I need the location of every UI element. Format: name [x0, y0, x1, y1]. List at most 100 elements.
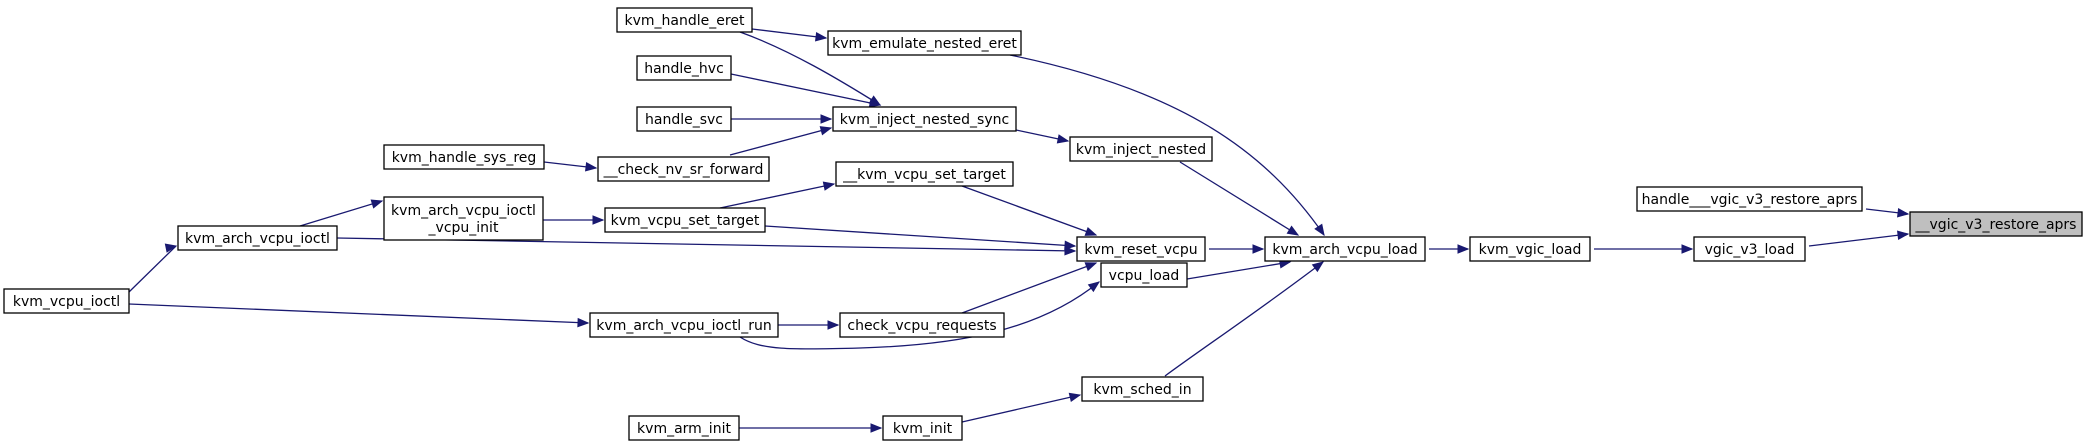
edge-kvm-vcpu-ioctl-to-kvm-arch-vcpu-ioctl-run [128, 303, 590, 328]
node-box [1076, 236, 1206, 262]
node-box [1909, 211, 2083, 237]
node-label: __kvm_vcpu_set_target [842, 167, 1006, 183]
node-label: kvm_inject_nested [1076, 142, 1206, 158]
edge-kvm-arm-init-to-kvm-init [739, 423, 883, 433]
node-label: kvm_init [893, 421, 953, 437]
node-kvm-arm-init[interactable]: kvm_arm_init [628, 415, 740, 441]
node-kvm-init[interactable]: kvm_init [882, 415, 963, 441]
node-label: handle_hvc [644, 61, 724, 77]
edge-kvm-reset-vcpu-to-kvm-arch-vcpu-load [1209, 244, 1265, 254]
node-label: __vgic_v3_restore_aprs [1915, 217, 2077, 233]
node-vgic-v3-load[interactable]: vgic_v3_load [1693, 236, 1806, 262]
node-kvm-arch-vcpu-ioctl[interactable]: kvm_arch_vcpu_ioctl [177, 225, 338, 251]
node-box [604, 207, 766, 233]
edge-kvm-arch-vcpu-ioctl-vcpu-init-to-kvm-vcpu-set-target [543, 215, 605, 225]
node-box [1069, 136, 1213, 162]
node-label: kvm_handle_sys_reg [392, 150, 537, 166]
node-label: __check_nv_sr_forward [603, 162, 764, 178]
edge-kvm-arch-vcpu-load-to-kvm-vgic-load [1429, 244, 1470, 254]
node-label: kvm_vgic_load [1479, 242, 1582, 258]
edge-kvm-handle-sys-reg-to-check-nv-sr-forward [543, 161, 598, 172]
node-kvm-arch-vcpu-ioctl-run[interactable]: kvm_arch_vcpu_ioctl_run [589, 312, 779, 338]
node-target[interactable]: __vgic_v3_restore_aprs [1909, 211, 2083, 237]
node-label: kvm_arch_vcpu_ioctl [185, 231, 330, 247]
node-kvm-emulate-nested-eret[interactable]: kvm_emulate_nested_eret [827, 30, 1022, 56]
node-label: kvm_sched_in [1093, 382, 1191, 398]
edge-vcpu-load-to-kvm-arch-vcpu-load [1186, 259, 1292, 280]
node-kvm-sched-in[interactable]: kvm_sched_in [1081, 376, 1204, 402]
node-box [383, 144, 545, 170]
edge---kvm-vcpu-set-target-to-kvm-reset-vcpu [961, 185, 1098, 236]
node-box [597, 156, 770, 182]
node-kvm-vcpu-set-target[interactable]: kvm_vcpu_set_target [604, 207, 766, 233]
node-label: kvm_arch_vcpu_ioctl [391, 203, 536, 219]
edge-handle-restore-to-target [1865, 208, 1910, 218]
node-box [589, 312, 779, 338]
node-kvm-arch-vcpu-ioctl-vcpu-init[interactable]: kvm_arch_vcpu_ioctl_vcpu_init [383, 196, 544, 241]
node-box [1469, 236, 1591, 262]
node-kvm-vcpu-ioctl[interactable]: kvm_vcpu_ioctl [3, 288, 130, 314]
node-kvm-arch-vcpu-load[interactable]: kvm_arch_vcpu_load [1264, 236, 1426, 262]
edge-check-nv-sr-forward-to-kvm-inject-nested-sync [729, 126, 833, 156]
node-label: vcpu_load [1109, 268, 1180, 284]
node-vcpu-load[interactable]: vcpu_load [1100, 262, 1188, 288]
edge-handle-hvc-to-kvm-inject-nested-sync [730, 73, 882, 108]
node-label: kvm_inject_nested_sync [840, 112, 1009, 128]
edge-kvm-vcpu-ioctl-to-kvm-arch-vcpu-ioctl [128, 243, 178, 293]
node-label: handle_svc [645, 112, 723, 128]
edge-kvm-emulate-nested-eret-to-kvm-arch-vcpu-load [1009, 54, 1325, 237]
node-label: kvm_arch_vcpu_load [1272, 242, 1417, 258]
node-box [1100, 262, 1188, 288]
edge-kvm-inject-nested-to-kvm-arch-vcpu-load [1179, 161, 1300, 236]
node-kvm-inject-nested-sync[interactable]: kvm_inject_nested_sync [832, 106, 1017, 132]
node-kvm-handle-eret[interactable]: kvm_handle_eret [616, 7, 753, 33]
node-kvm-reset-vcpu[interactable]: kvm_reset_vcpu [1076, 236, 1206, 262]
edge-kvm-init-to-kvm-sched-in [961, 392, 1082, 423]
node-box [882, 415, 963, 441]
node-label: kvm_arm_init [637, 421, 731, 437]
node-check-nv-sr-forward[interactable]: __check_nv_sr_forward [597, 156, 770, 182]
node-box [636, 106, 732, 132]
node-box [177, 225, 338, 251]
node---kvm-vcpu-set-target[interactable]: __kvm_vcpu_set_target [835, 161, 1014, 187]
node-box [832, 106, 1017, 132]
edge-check-vcpu-requests-to-kvm-reset-vcpu [961, 262, 1098, 314]
node-kvm-inject-nested[interactable]: kvm_inject_nested [1069, 136, 1213, 162]
edge-kvm-vcpu-set-target-to---kvm-vcpu-set-target [719, 181, 836, 209]
edge-kvm-inject-nested-sync-to-kvm-inject-nested [1015, 129, 1070, 144]
node-box [636, 55, 732, 81]
node-box [827, 30, 1022, 56]
node-label: kvm_vcpu_ioctl [13, 294, 120, 310]
edge-kvm-arch-vcpu-ioctl-run-to-check-vcpu-requests [778, 320, 840, 330]
node-box [1636, 186, 1863, 212]
node-label: _vcpu_init [428, 220, 499, 236]
node-box [839, 312, 1005, 338]
node-label: kvm_reset_vcpu [1084, 242, 1197, 258]
node-handle-hvc[interactable]: handle_hvc [636, 55, 732, 81]
edge-handle-svc-to-kvm-inject-nested-sync [731, 114, 833, 124]
node-box [835, 161, 1014, 187]
node-check-vcpu-requests[interactable]: check_vcpu_requests [839, 312, 1005, 338]
node-label: kvm_vcpu_set_target [611, 213, 760, 229]
node-box [616, 7, 753, 33]
edge-vgic-v3-load-to-target [1808, 230, 1910, 247]
node-handle-restore[interactable]: handle___vgic_v3_restore_aprs [1636, 186, 1863, 212]
node-label: kvm_handle_eret [625, 13, 745, 29]
node-label: kvm_arch_vcpu_ioctl_run [596, 318, 771, 334]
node-handle-svc[interactable]: handle_svc [636, 106, 732, 132]
node-kvm-handle-sys-reg[interactable]: kvm_handle_sys_reg [383, 144, 545, 170]
edge-kvm-arch-vcpu-ioctl-to-kvm-arch-vcpu-ioctl-vcpu-init [299, 199, 384, 227]
node-box [1264, 236, 1426, 262]
edge-kvm-vgic-load-to-vgic-v3-load [1594, 244, 1694, 254]
node-label: check_vcpu_requests [847, 318, 996, 334]
node-kvm-vgic-load[interactable]: kvm_vgic_load [1469, 236, 1591, 262]
node-box [1693, 236, 1806, 262]
node-box [1081, 376, 1204, 402]
node-label: handle___vgic_v3_restore_aprs [1642, 192, 1858, 208]
node-box [383, 196, 544, 241]
node-box [628, 415, 740, 441]
edge-kvm-arch-vcpu-ioctl-run-to-vcpu-load [739, 281, 1101, 350]
node-label: kvm_emulate_nested_eret [832, 36, 1017, 52]
node-box [3, 288, 130, 314]
